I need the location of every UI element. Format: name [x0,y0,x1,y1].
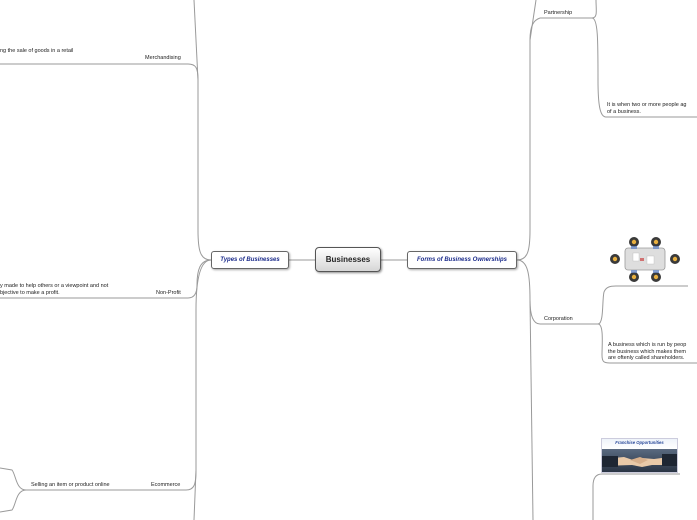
merchandising-description: ng the sale of goods in a retail [0,48,74,54]
partnership-description: It is when two or more people ag of a bu… [607,102,687,115]
corporation-description: A business which is run by peop the busi… [608,342,686,362]
description-line: A business which is run by peop [608,342,687,348]
topic-corporation[interactable]: Corporation [544,316,573,322]
branch-forms-of-business-ownerships[interactable]: Forms of Business Ownerships [407,251,517,269]
description-line: the business which makes them [608,348,686,355]
description-line: of a business. [607,108,641,115]
description-line: y made to help others or a viewpoint and… [0,283,109,289]
non-profit-description: y made to help others or a viewpoint and… [0,283,108,296]
handshake-icon [602,454,677,467]
description-line: It is when two or more people ag [607,102,687,108]
meeting-table-illustration-icon [610,237,680,282]
branch-label: Forms of Business Ownerships [416,257,508,263]
topic-non-profit[interactable]: Non-Profit [156,290,181,296]
topic-ecommerce[interactable]: Ecommerce [151,482,181,488]
handshake-photo-icon: Franchise Opportunities [601,438,678,473]
image-caption: Franchise Opportunities [615,440,664,445]
central-topic-businesses[interactable]: Businesses [315,247,381,272]
topic-partnership[interactable]: Partnership [544,10,573,16]
branch-types-of-businesses[interactable]: Types of Businesses [211,251,289,269]
ecommerce-description: Selling an item or product online [31,482,110,488]
topic-merchandising[interactable]: Merchandising [145,55,181,61]
central-topic-label: Businesses [325,255,371,264]
description-line: bjective to make a profit. [0,289,60,296]
branch-label: Types of Businesses [220,257,280,263]
description-line: are oftenly called shareholders. [608,355,685,362]
